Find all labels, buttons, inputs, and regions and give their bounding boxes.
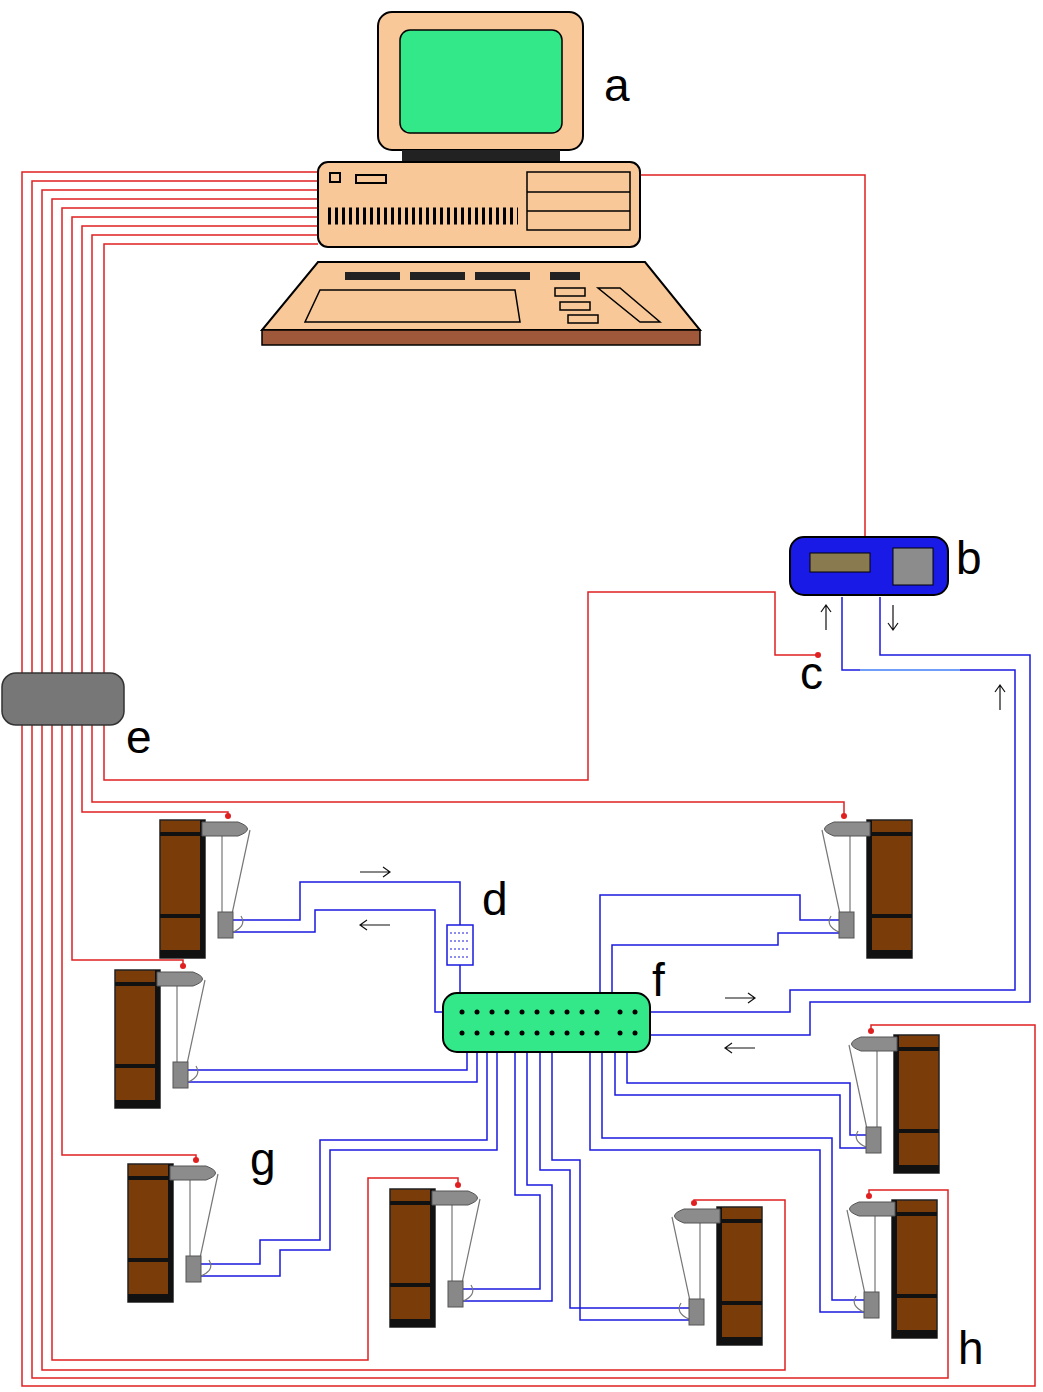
hub: [443, 993, 650, 1052]
flow-arrows: [360, 605, 1005, 1053]
computer: [262, 12, 700, 345]
callout-letter: a: [604, 62, 630, 108]
cable-highlight: [860, 669, 960, 671]
callout-letter: d: [482, 876, 508, 922]
callout-letter: g: [250, 1136, 276, 1182]
junction-box: [2, 673, 124, 725]
callout-letter: h: [958, 1325, 984, 1371]
red-wires: [22, 172, 1035, 1386]
callout-letter: e: [126, 714, 152, 760]
control-unit: [790, 537, 948, 595]
sensor-posts: [115, 820, 939, 1345]
filter-element: [447, 925, 473, 965]
callout-letter: f: [652, 957, 665, 1003]
callout-letter: b: [956, 535, 982, 581]
terminal-dots: [180, 652, 874, 1206]
callout-letter: c: [800, 650, 823, 696]
